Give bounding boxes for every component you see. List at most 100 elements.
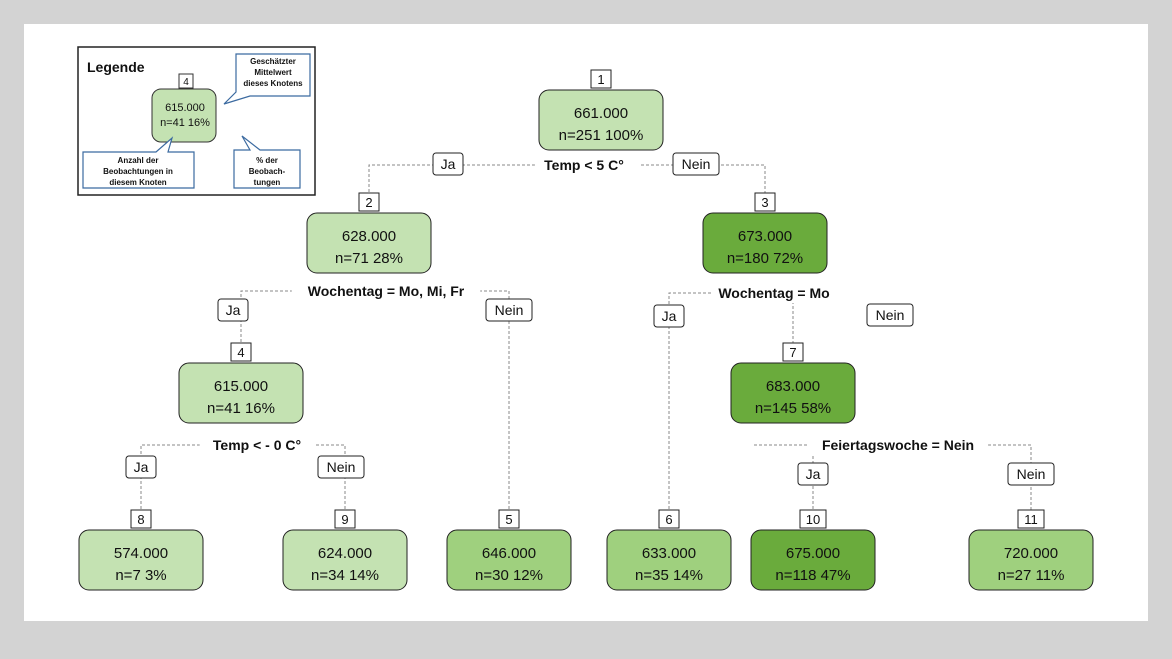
legend-title: Legende xyxy=(87,59,145,75)
split-label-bg-1 xyxy=(534,155,634,175)
node-number-box-4 xyxy=(230,342,252,362)
node-number-5: 5 xyxy=(505,512,512,527)
legend-node-number-box xyxy=(178,73,194,89)
node-value-2: 628.000 xyxy=(342,228,396,245)
node-number-3: 3 xyxy=(761,195,768,210)
node-value-6: 633.000 xyxy=(642,545,696,562)
node-stats-11: n=27 11% xyxy=(998,567,1065,584)
yes-tag-label-2: Ja xyxy=(226,302,241,318)
node-9: 9 624.000 n=34 14% xyxy=(282,509,408,591)
node-box-11 xyxy=(968,529,1094,591)
no-tag-label-4: Nein xyxy=(327,459,356,475)
yes-tag-label-4: Ja xyxy=(134,459,149,475)
yes-tag-1 xyxy=(432,152,464,176)
legend-callout-right-line-0: % der xyxy=(256,156,278,165)
node-1: 1 661.000 n=251 100% xyxy=(538,69,664,151)
node-value-5: 646.000 xyxy=(482,545,536,562)
legend-callout-left-line-2: diesem Knoten xyxy=(109,178,166,187)
legend-callout-left-line-0: Anzahl der xyxy=(118,156,159,165)
split-label-4: Temp < - 0 C° xyxy=(213,437,301,453)
node-number-box-11 xyxy=(1017,509,1045,529)
node-box-7 xyxy=(730,362,856,424)
yes-tag-4 xyxy=(125,455,157,479)
split-label-7: Feiertagswoche = Nein xyxy=(822,437,974,453)
node-number-11: 11 xyxy=(1024,512,1038,527)
no-tag-label-7: Nein xyxy=(1017,466,1046,482)
legend-callout-right-line-2: tungen xyxy=(254,178,281,187)
node-value-1: 661.000 xyxy=(574,105,628,122)
node-number-10: 10 xyxy=(806,512,820,527)
split-label-2: Wochentag = Mo, Mi, Fr xyxy=(308,283,465,299)
edge-2-4 xyxy=(240,290,329,347)
edge-7-10 xyxy=(753,444,814,514)
legend-callout-top-line-0: Geschätzter xyxy=(250,57,296,66)
node-7: 7 683.000 n=145 58% xyxy=(730,342,856,424)
node-stats-2: n=71 28% xyxy=(335,250,403,267)
node-number-box-9 xyxy=(334,509,356,529)
node-number-box-1 xyxy=(590,69,612,89)
node-number-box-10 xyxy=(799,509,827,529)
legend-callout-top xyxy=(223,53,311,105)
node-box-2 xyxy=(306,212,432,274)
node-value-3: 673.000 xyxy=(738,228,792,245)
legend-callout-right-line-1: Beobach- xyxy=(249,167,286,176)
node-2: 2 628.000 n=71 28% xyxy=(306,192,432,274)
node-number-7: 7 xyxy=(789,345,796,360)
legend-node-box xyxy=(151,88,217,143)
node-number-box-7 xyxy=(782,342,804,362)
legend-callout-top-line-2: dieses Knotens xyxy=(243,79,303,88)
node-box-1 xyxy=(538,89,664,151)
edge-7-11 xyxy=(833,444,1032,514)
no-tag-7 xyxy=(1007,462,1055,486)
node-value-7: 683.000 xyxy=(766,378,820,395)
node-value-4: 615.000 xyxy=(214,378,268,395)
yes-tag-7 xyxy=(797,462,829,486)
node-number-1: 1 xyxy=(597,72,604,87)
node-stats-8: n=7 3% xyxy=(115,567,166,584)
node-value-9: 624.000 xyxy=(318,545,372,562)
edge-3-6 xyxy=(668,292,725,514)
yes-tag-label-7: Ja xyxy=(806,466,821,482)
node-stats-4: n=41 16% xyxy=(207,400,275,417)
legend-callout-left-line-1: Beobachtungen in xyxy=(103,167,173,176)
yes-tag-label-1: Ja xyxy=(441,156,456,172)
legend-node-stats: n=41 16% xyxy=(160,117,210,129)
node-box-4 xyxy=(178,362,304,424)
split-label-3: Wochentag = Mo xyxy=(718,285,829,301)
node-stats-7: n=145 58% xyxy=(755,400,831,417)
legend-node-number: 4 xyxy=(183,77,189,88)
node-number-box-2 xyxy=(358,192,380,212)
node-number-2: 2 xyxy=(365,195,372,210)
node-stats-1: n=251 100% xyxy=(559,127,644,144)
node-number-box-3 xyxy=(754,192,776,212)
no-tag-1 xyxy=(672,152,720,176)
node-stats-5: n=30 12% xyxy=(475,567,543,584)
legend-callout-left xyxy=(82,136,195,189)
edge-2-5 xyxy=(409,290,510,514)
edge-1-2 xyxy=(368,164,561,197)
node-box-9 xyxy=(282,529,408,591)
node-number-9: 9 xyxy=(341,512,348,527)
node-number-box-5 xyxy=(498,509,520,529)
node-stats-9: n=34 14% xyxy=(311,567,379,584)
split-label-bg-3 xyxy=(712,283,836,303)
legend-callout-top-line-1: Mittelwert xyxy=(254,68,292,77)
node-box-5 xyxy=(446,529,572,591)
no-tag-2 xyxy=(485,298,533,322)
node-box-6 xyxy=(606,529,732,591)
no-tag-3 xyxy=(866,303,914,327)
edge-4-8 xyxy=(140,444,201,514)
no-tag-label-1: Nein xyxy=(682,156,711,172)
yes-tag-label-3: Ja xyxy=(662,308,677,324)
yes-tag-3 xyxy=(653,304,685,328)
node-number-box-8 xyxy=(130,509,152,529)
node-value-8: 574.000 xyxy=(114,545,168,562)
